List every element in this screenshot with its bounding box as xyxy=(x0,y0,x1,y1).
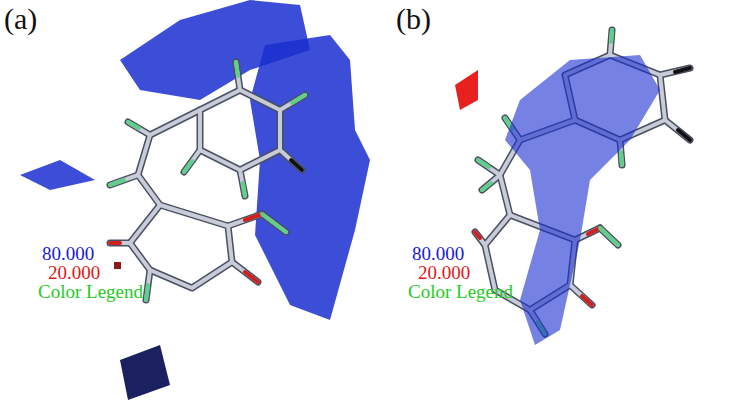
legend-value: 80.000 xyxy=(42,244,94,263)
legend-value: 80.000 xyxy=(412,244,464,263)
legend-title: Color Legend xyxy=(408,282,513,301)
legend-title: Color Legend xyxy=(38,282,143,301)
panel-label: (b) xyxy=(396,4,431,34)
legend-value: 20.000 xyxy=(418,263,470,282)
legend-value: 20.000 xyxy=(48,263,100,282)
panel-label: (a) xyxy=(4,4,37,34)
